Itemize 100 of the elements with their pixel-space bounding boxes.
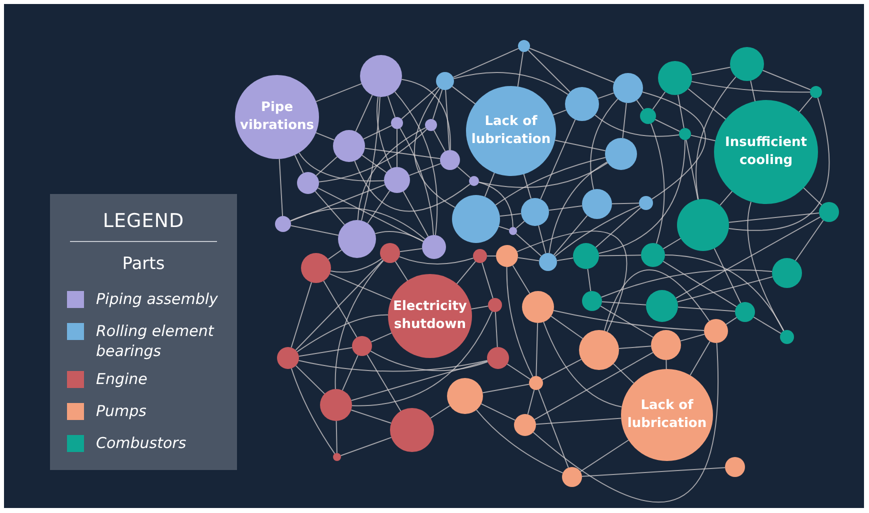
link-line bbox=[762, 70, 811, 90]
network-node bbox=[579, 330, 619, 370]
link-line bbox=[482, 262, 494, 299]
link-line bbox=[676, 276, 773, 302]
network-node bbox=[539, 253, 557, 271]
link-line bbox=[295, 260, 384, 351]
link-line bbox=[675, 216, 821, 299]
link-line bbox=[340, 436, 392, 456]
link-line bbox=[696, 76, 736, 200]
network-node bbox=[360, 55, 402, 97]
link-line bbox=[680, 334, 705, 342]
link-line bbox=[691, 66, 731, 76]
network-node bbox=[447, 378, 483, 414]
network-node bbox=[275, 216, 291, 232]
network-node bbox=[521, 198, 549, 226]
link-line bbox=[677, 306, 736, 312]
link-line bbox=[317, 187, 424, 242]
network-node bbox=[605, 138, 637, 170]
network-node bbox=[772, 258, 802, 288]
link-line bbox=[516, 230, 627, 332]
network-node bbox=[640, 108, 656, 124]
network-node bbox=[320, 389, 352, 421]
link-line bbox=[595, 207, 642, 248]
link-line bbox=[366, 354, 402, 412]
network-node bbox=[391, 117, 403, 129]
link-line bbox=[538, 225, 546, 254]
link-line bbox=[612, 363, 634, 384]
link-line bbox=[484, 172, 495, 198]
network-node bbox=[639, 196, 653, 210]
network-node bbox=[704, 319, 728, 343]
link-line bbox=[550, 316, 584, 339]
cause-node: Electricity shutdown bbox=[388, 274, 472, 358]
link-line bbox=[290, 282, 312, 348]
link-line bbox=[535, 418, 622, 425]
network-node bbox=[301, 253, 331, 283]
link-line bbox=[516, 220, 525, 229]
link-line bbox=[433, 130, 446, 152]
link-line bbox=[750, 80, 756, 103]
link-line bbox=[376, 96, 392, 169]
link-line bbox=[367, 190, 390, 224]
network-node bbox=[582, 291, 602, 311]
link-line bbox=[370, 332, 393, 342]
network-node bbox=[422, 235, 446, 259]
link-line bbox=[532, 342, 719, 503]
link-line bbox=[550, 110, 567, 116]
link-line bbox=[554, 205, 640, 257]
link-line bbox=[456, 260, 476, 284]
link-line bbox=[581, 467, 726, 477]
link-line bbox=[362, 154, 387, 173]
link-line bbox=[554, 140, 606, 152]
network-node bbox=[810, 86, 822, 98]
network-node bbox=[562, 467, 582, 487]
link-line bbox=[499, 213, 522, 217]
link-line bbox=[517, 51, 524, 88]
link-line bbox=[497, 226, 510, 230]
link-line bbox=[495, 157, 606, 206]
link-line bbox=[528, 50, 570, 92]
network-node bbox=[352, 336, 372, 356]
link-line bbox=[590, 98, 618, 190]
legend-label: Engine bbox=[96, 369, 148, 389]
link-line bbox=[553, 214, 588, 256]
link-line bbox=[400, 128, 434, 236]
link-line bbox=[714, 248, 742, 304]
network-node bbox=[384, 167, 410, 193]
link-line bbox=[512, 264, 530, 294]
link-line bbox=[453, 72, 568, 95]
network-node bbox=[518, 40, 530, 52]
link-line bbox=[543, 322, 622, 408]
link-line bbox=[662, 260, 737, 308]
link-line bbox=[662, 238, 682, 250]
link-line bbox=[527, 389, 535, 415]
link-line bbox=[290, 184, 386, 222]
link-line bbox=[506, 364, 531, 380]
link-line bbox=[478, 182, 514, 228]
network-node bbox=[641, 243, 665, 267]
link-line bbox=[587, 268, 592, 292]
link-line bbox=[664, 254, 784, 332]
network-node bbox=[658, 61, 692, 95]
link-line bbox=[802, 186, 822, 206]
link-line bbox=[580, 440, 629, 472]
link-line bbox=[361, 96, 380, 222]
link-line bbox=[457, 166, 471, 178]
link-line bbox=[298, 152, 385, 182]
link-line bbox=[414, 88, 456, 208]
network-node bbox=[780, 330, 794, 344]
legend-heading: LEGEND bbox=[102, 210, 186, 232]
link-line bbox=[350, 410, 392, 424]
link-line bbox=[336, 420, 338, 454]
link-line bbox=[316, 156, 338, 176]
network-node bbox=[333, 453, 341, 461]
cause-node: Pipe vibrations bbox=[235, 75, 319, 159]
network-node bbox=[529, 376, 543, 390]
link-line bbox=[290, 368, 336, 454]
cause-node: Lack of lubrication bbox=[466, 86, 556, 176]
link-line bbox=[548, 161, 608, 254]
link-line bbox=[691, 81, 810, 93]
link-line bbox=[452, 86, 476, 105]
network-node bbox=[440, 150, 460, 170]
link-line bbox=[394, 260, 408, 282]
link-line bbox=[728, 212, 820, 223]
